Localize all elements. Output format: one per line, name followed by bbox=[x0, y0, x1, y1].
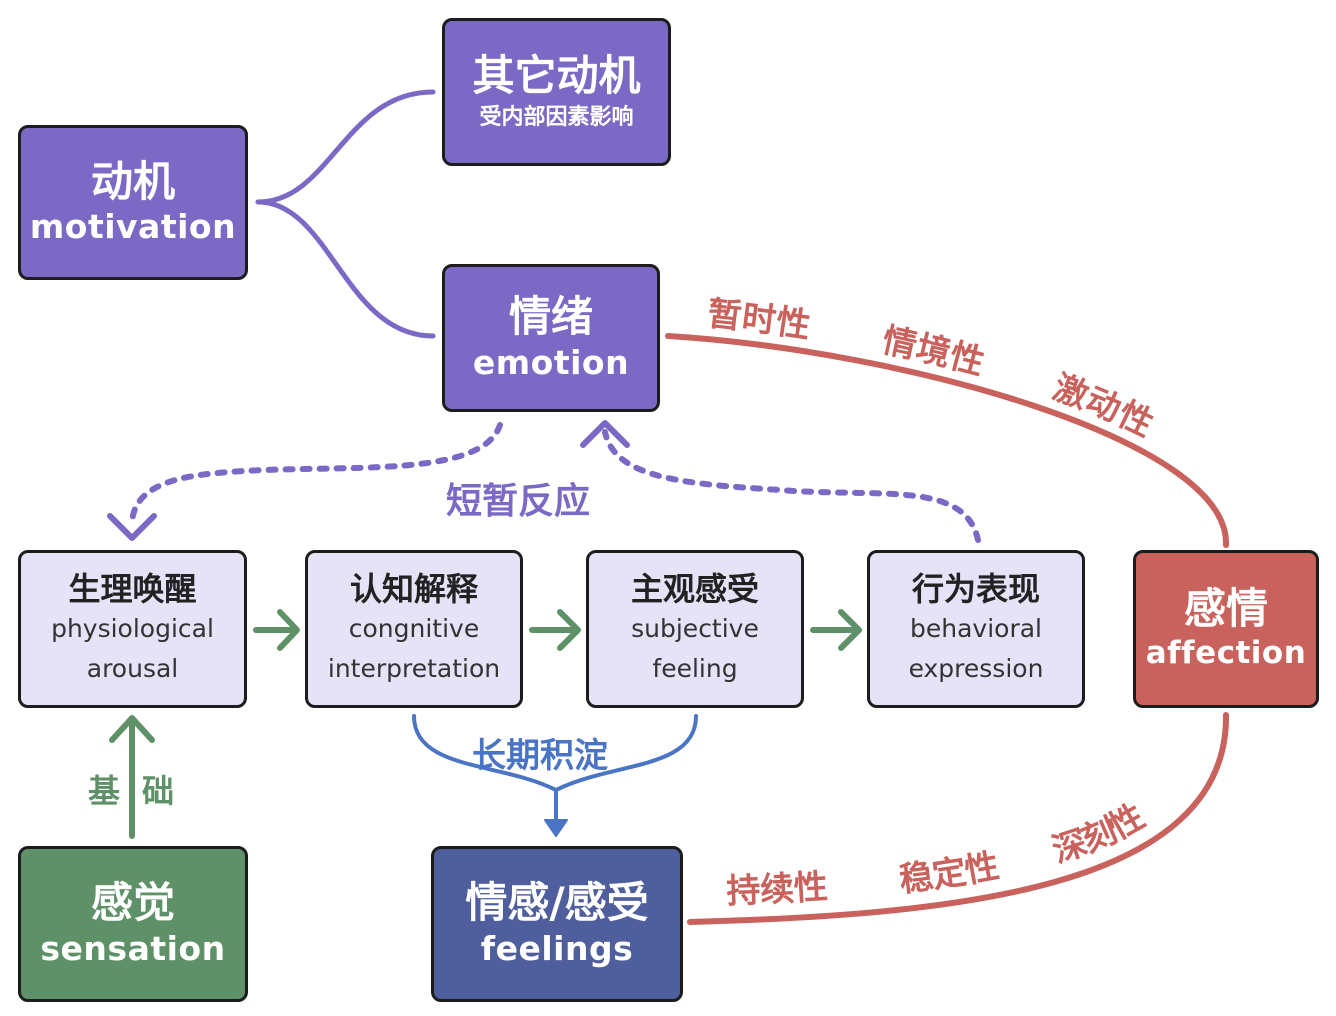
physiological-en2: arousal bbox=[86, 654, 179, 683]
label-stable: 稳定性 bbox=[897, 846, 1002, 900]
behavioral-en2: expression bbox=[908, 654, 1044, 683]
cognitive-en1: congnitive bbox=[348, 614, 480, 643]
dotted-behavior-to-emotion bbox=[602, 429, 981, 543]
sensation-en: sensation bbox=[40, 928, 226, 968]
other-motivation-node: 其它动机 受内部因素影响 bbox=[442, 18, 671, 166]
motivation-en: motivation bbox=[29, 207, 237, 247]
other-motivation-sub: 受内部因素影响 bbox=[479, 104, 634, 130]
feelings-en: feelings bbox=[480, 928, 634, 968]
cognitive-interpretation-node: 认知解释 congnitive interpretation bbox=[305, 550, 523, 708]
branch-to-emotion bbox=[255, 199, 436, 339]
label-profound: 深刻性 bbox=[1047, 796, 1151, 871]
flow-arrow-1 bbox=[253, 609, 300, 651]
cognitive-en2: interpretation bbox=[327, 654, 501, 683]
emotion-arrowhead bbox=[580, 420, 630, 448]
feelings-zh: 情感/感受 bbox=[465, 878, 649, 928]
emotion-zh: 情绪 bbox=[508, 292, 593, 342]
motivation-node: 动机 motivation bbox=[18, 125, 248, 280]
long-term-label: 长期积淀 bbox=[472, 736, 608, 776]
sensation-zh: 感觉 bbox=[90, 878, 175, 928]
short-reaction-label: 短暂反应 bbox=[446, 481, 591, 522]
basis-label-1: 基 bbox=[88, 772, 121, 810]
arousal-arrowhead bbox=[107, 513, 157, 541]
sensation-node: 感觉 sensation bbox=[18, 846, 248, 1002]
dotted-emotion-to-arousal bbox=[129, 422, 503, 528]
flow-arrow-2 bbox=[529, 609, 581, 651]
other-motivation-zh: 其它动机 bbox=[472, 50, 641, 100]
physiological-zh: 生理唤醒 bbox=[68, 570, 197, 608]
physiological-en1: physiological bbox=[51, 614, 214, 643]
motivation-zh: 动机 bbox=[90, 156, 175, 206]
affection-node: 感情 affection bbox=[1133, 550, 1319, 708]
subjective-feeling-node: 主观感受 subjective feeling bbox=[586, 550, 804, 708]
feelings-node: 情感/感受 feelings bbox=[431, 846, 683, 1002]
behavioral-en1: behavioral bbox=[910, 614, 1042, 643]
affection-en: affection bbox=[1145, 634, 1307, 671]
behavioral-expression-node: 行为表现 behavioral expression bbox=[867, 550, 1085, 708]
branch-to-other-motivation bbox=[255, 89, 436, 205]
emotion-node: 情绪 emotion bbox=[442, 264, 660, 412]
basis-label-2: 础 bbox=[142, 772, 175, 810]
subjective-en1: subjective bbox=[631, 614, 759, 643]
physiological-arousal-node: 生理唤醒 physiological arousal bbox=[18, 550, 247, 708]
label-persistent: 持续性 bbox=[726, 867, 829, 912]
cognitive-zh: 认知解释 bbox=[349, 570, 478, 608]
emotion-en: emotion bbox=[472, 342, 630, 382]
long-term-arrowhead bbox=[544, 819, 568, 837]
subjective-zh: 主观感受 bbox=[630, 570, 759, 608]
behavioral-zh: 行为表现 bbox=[911, 570, 1040, 608]
subjective-en2: feeling bbox=[652, 654, 738, 683]
affection-zh: 感情 bbox=[1183, 584, 1268, 634]
basis-arrow bbox=[109, 715, 155, 839]
flow-arrow-3 bbox=[810, 609, 862, 651]
